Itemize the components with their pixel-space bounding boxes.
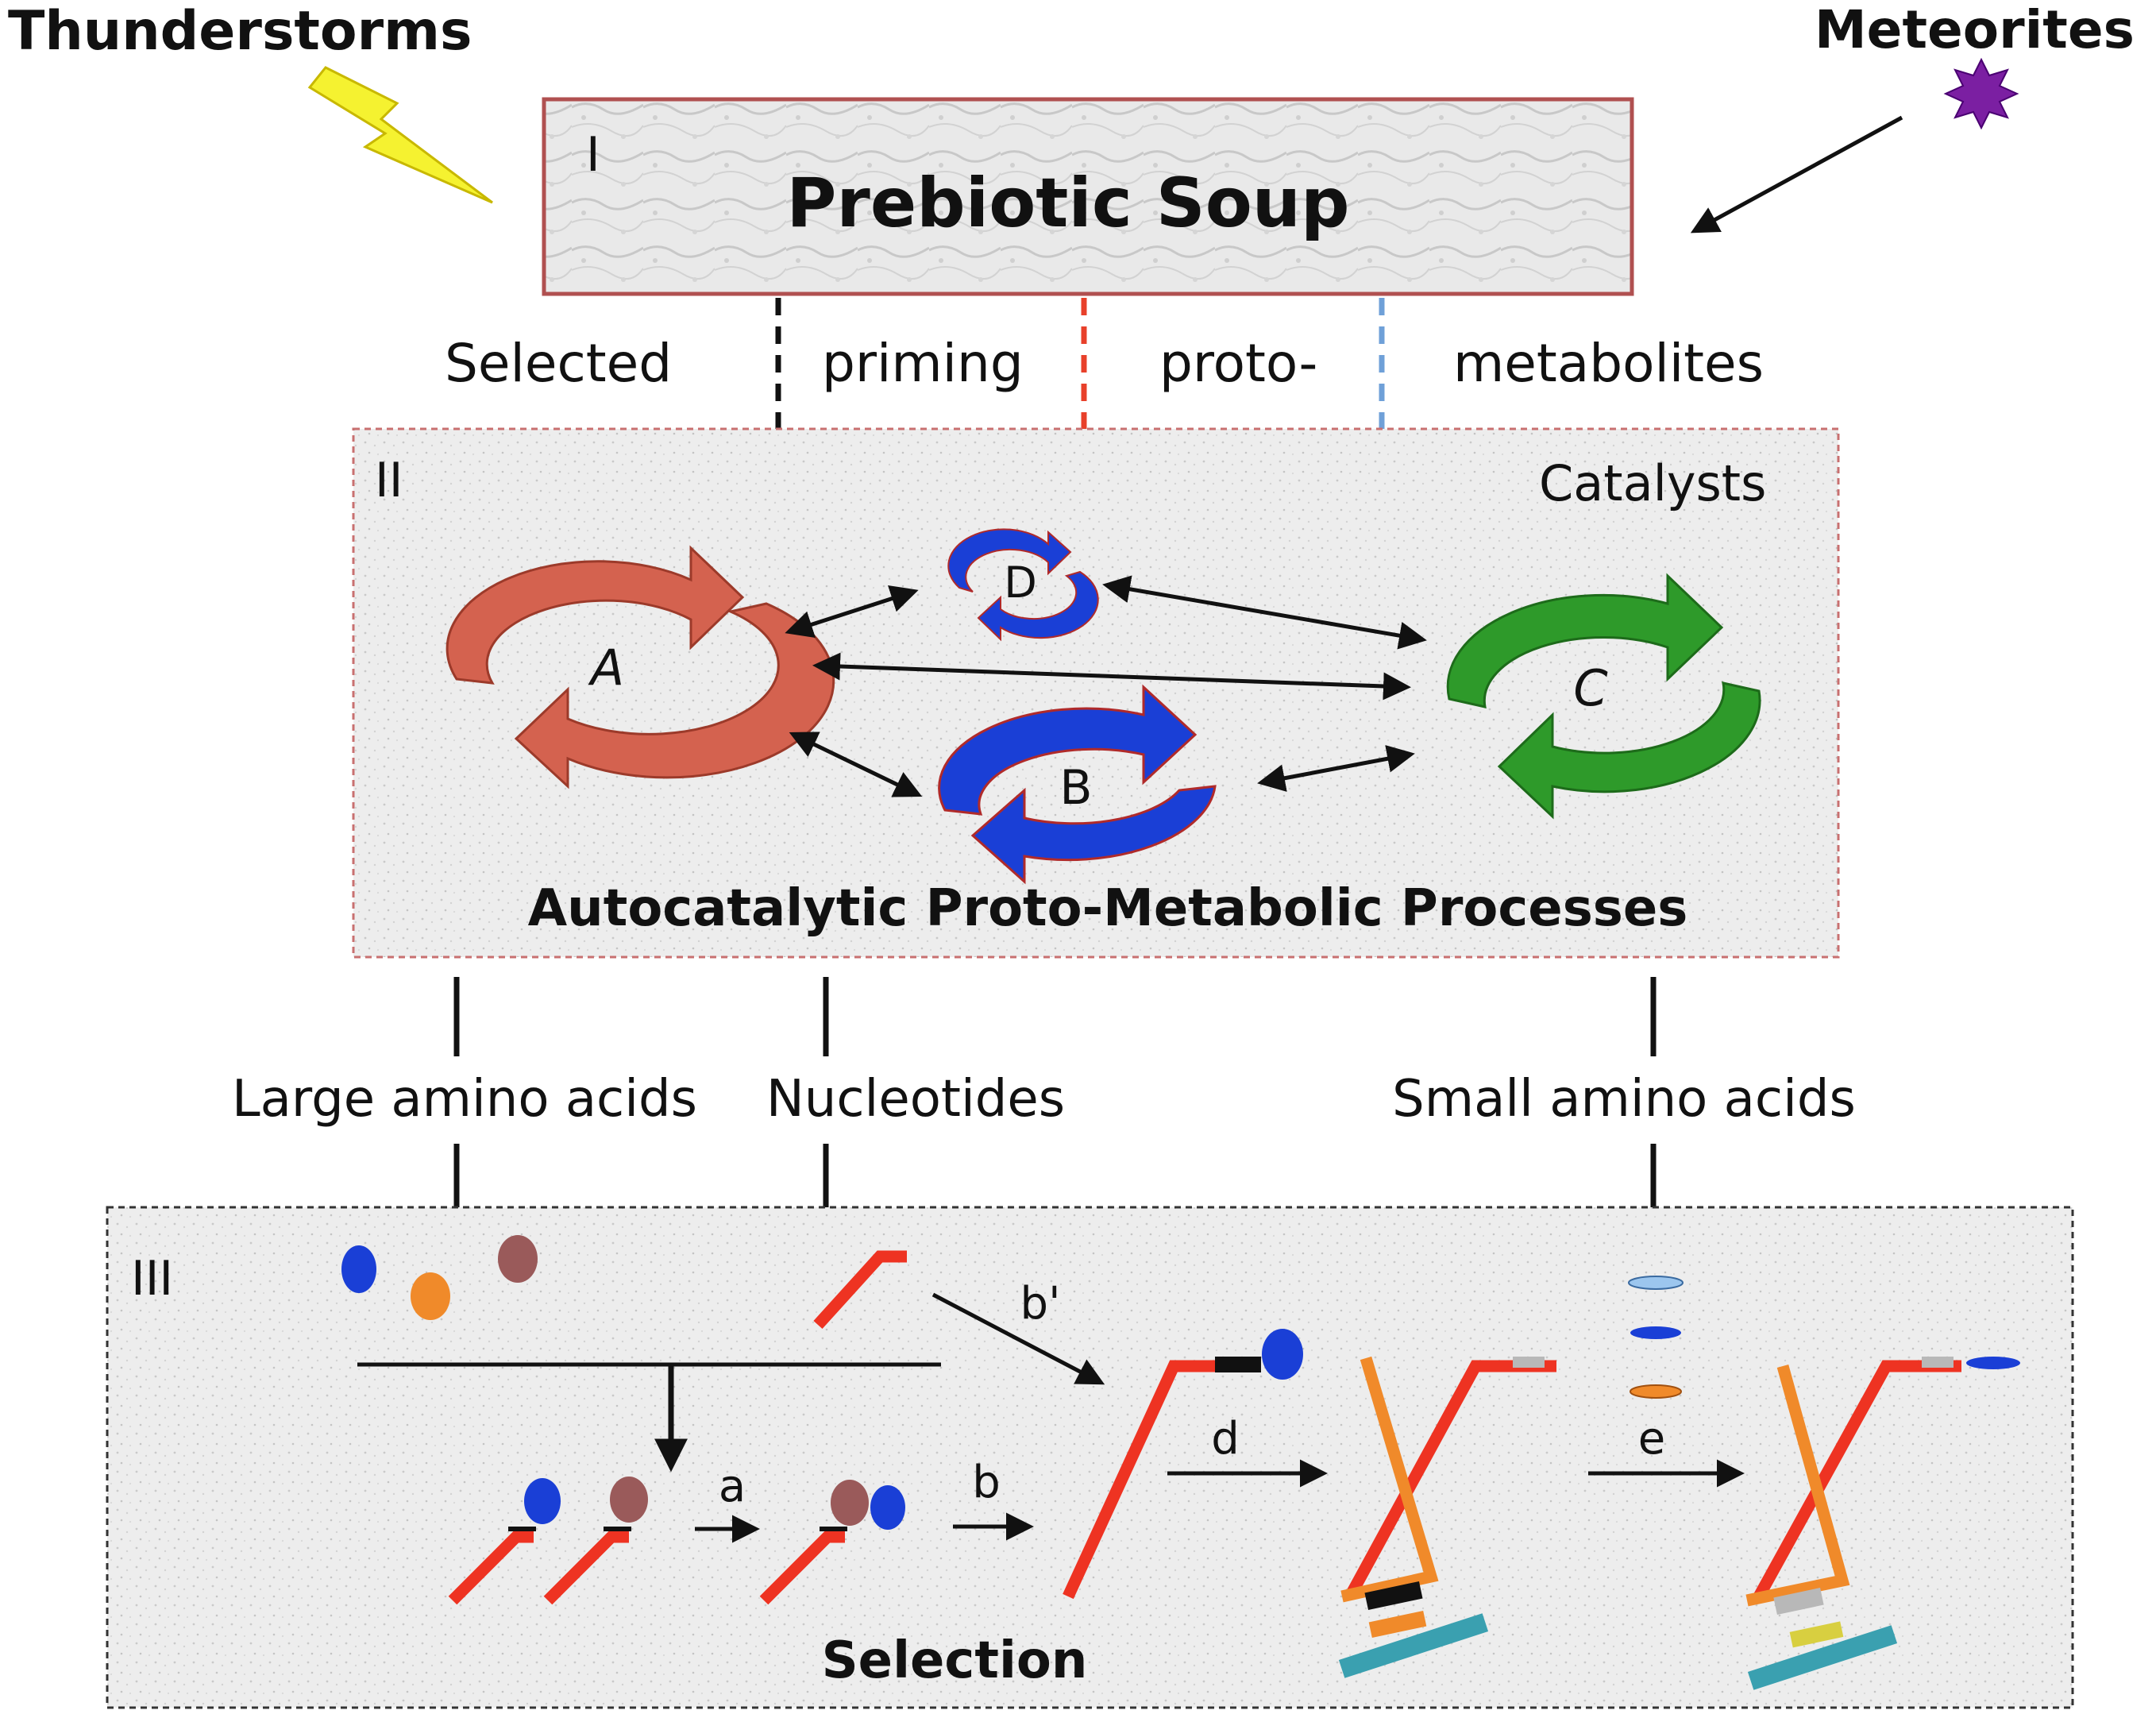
thunderstorms-label: Thunderstorms — [8, 0, 472, 63]
meteorite-arrow — [1690, 115, 1903, 234]
interaction-a-d — [785, 585, 919, 639]
selection-box — [106, 1206, 2074, 1709]
large-amino-acid-orange — [411, 1272, 450, 1320]
selection-caption: Selection — [822, 1631, 1088, 1690]
bound-aa-brown-2 — [610, 1477, 648, 1523]
charged-nucleotide-1 — [448, 1531, 534, 1605]
interaction-a-b — [789, 732, 923, 797]
lightning-bolt-icon — [307, 66, 493, 204]
large-amino-acids-label: Large amino acids — [232, 1070, 697, 1129]
flow-word-priming: priming — [822, 333, 1024, 394]
dipeptide-aa-brown — [831, 1480, 869, 1526]
flow-word-metabolites: metabolites — [1453, 333, 1764, 394]
complex-1-orange-strand — [1340, 1356, 1439, 1603]
meteorites-label: Meteorites — [1815, 0, 2135, 60]
step-d-label: d — [1211, 1413, 1240, 1465]
cycle-d-arrow-top — [947, 528, 1072, 593]
step-b-prime-label: b' — [1020, 1278, 1061, 1330]
step-b-label: b — [972, 1457, 1001, 1508]
interaction-b-c — [1257, 745, 1415, 792]
complex-2-grey-tip — [1922, 1357, 1954, 1368]
complex-1-orange-block — [1368, 1610, 1427, 1639]
meteorite-star-icon — [1943, 57, 2019, 130]
dipeptide-nucleotide — [759, 1531, 845, 1605]
arrow-step-b-prime — [931, 1292, 1105, 1385]
cycle-b: B — [938, 684, 1217, 885]
interaction-d-c — [1102, 575, 1427, 650]
bound-aa-blue-1 — [524, 1478, 561, 1524]
long-strand-aa-blue — [1262, 1329, 1303, 1380]
cycle-a-label: A — [588, 639, 624, 697]
cycle-b-arrow-bottom — [970, 785, 1217, 885]
small-amino-acids-label: Small amino acids — [1392, 1070, 1856, 1129]
long-strand — [1063, 1360, 1219, 1600]
complex-2-teal-base — [1747, 1625, 1898, 1690]
flow-word-proto: proto- — [1159, 333, 1317, 394]
large-amino-acid-brown — [498, 1235, 538, 1283]
autocatalytic-caption: Autocatalytic Proto-Metabolic Processes — [528, 879, 1688, 938]
complex-2-yellow-block — [1789, 1621, 1844, 1648]
panel-1-numeral: I — [586, 127, 600, 183]
cycle-c: C — [1446, 573, 1761, 820]
complex-1-black-bar — [1364, 1581, 1423, 1611]
complex-1-teal-base — [1338, 1613, 1489, 1678]
complex-2-grey-block — [1773, 1588, 1824, 1615]
complex-1 — [1338, 1356, 1556, 1678]
interaction-a-c — [812, 652, 1411, 701]
step-a-label: a — [719, 1461, 746, 1512]
prebiotic-soup-box — [542, 97, 1634, 296]
complex-2 — [1745, 1357, 2020, 1690]
prebiotic-soup-title: Prebiotic Soup — [786, 164, 1349, 243]
large-amino-acid-blue — [341, 1245, 376, 1293]
cycle-c-arrow-top — [1446, 573, 1724, 708]
cycle-d: D — [947, 528, 1099, 642]
panel-2-numeral: II — [375, 453, 403, 508]
complex-2-orange-strand — [1745, 1364, 1850, 1607]
complex-2-bound-aa — [1966, 1357, 2020, 1369]
small-aa-blue — [1630, 1326, 1681, 1339]
nucleotides-label: Nucleotides — [766, 1070, 1065, 1129]
panel-3-numeral: III — [131, 1251, 173, 1307]
flow-word-selected: Selected — [445, 333, 672, 394]
charged-nucleotide-2 — [543, 1531, 629, 1605]
cycle-d-arrow-bottom — [977, 570, 1099, 642]
catalysts-label: Catalysts — [1539, 454, 1766, 512]
long-strand-cap — [1215, 1357, 1261, 1372]
nucleotide-free — [813, 1250, 907, 1330]
small-aa-lightblue — [1628, 1276, 1684, 1290]
step-e-label: e — [1638, 1413, 1665, 1465]
cycle-b-arrow-top — [938, 684, 1198, 816]
dipeptide-aa-blue — [870, 1485, 905, 1530]
complex-1-grey-tip — [1513, 1357, 1545, 1368]
cycle-b-label: B — [1059, 760, 1092, 816]
cycle-c-label: C — [1573, 659, 1608, 717]
cycle-c-arrow-bottom — [1497, 681, 1761, 820]
cycle-d-label: D — [1004, 558, 1037, 608]
small-aa-orange — [1630, 1384, 1682, 1399]
cycle-a-arrow-top — [445, 545, 745, 685]
